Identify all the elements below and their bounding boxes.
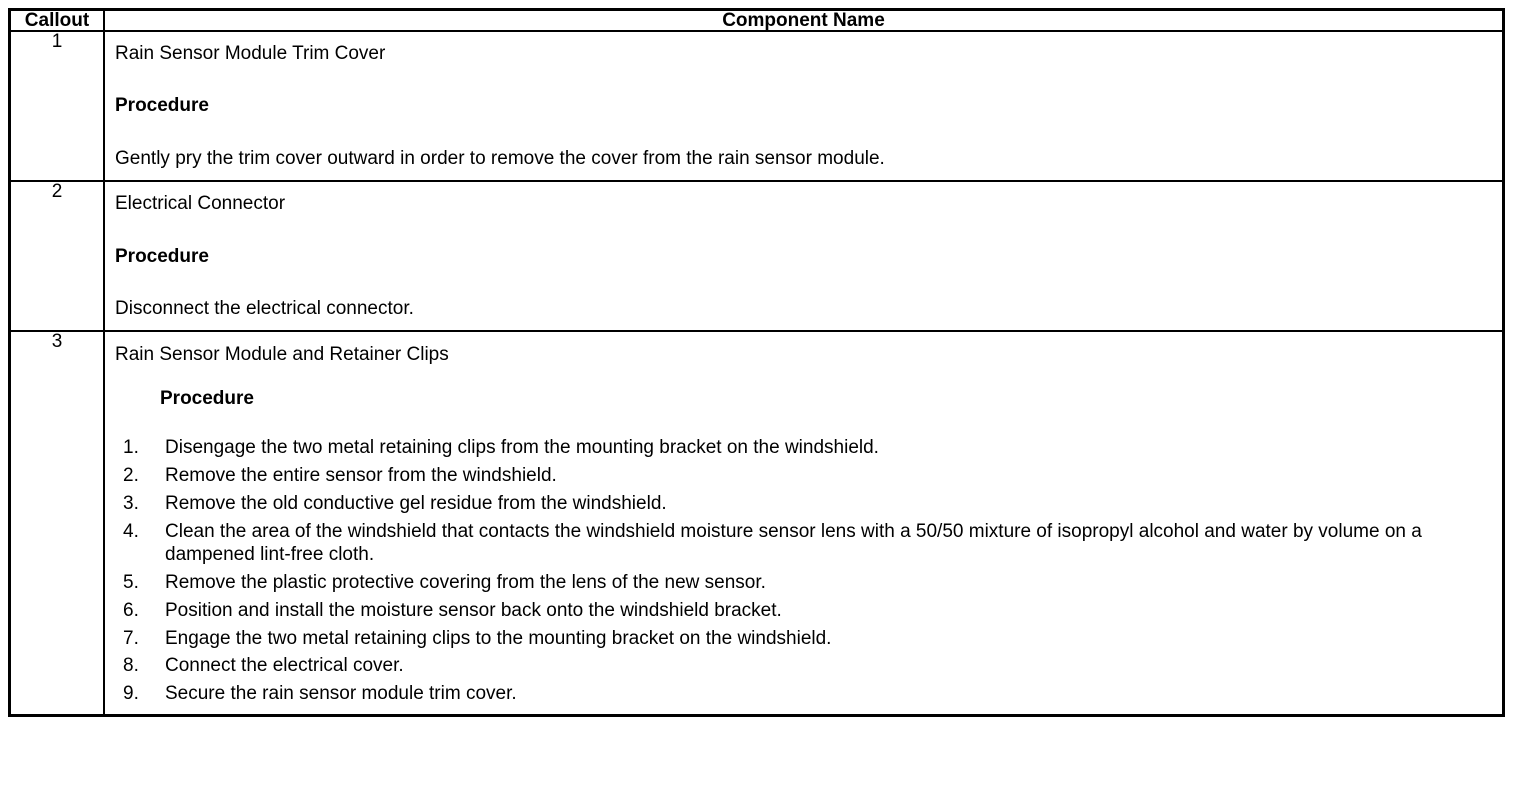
callout-number: 2 xyxy=(8,180,105,333)
table-body: 1 Rain Sensor Module Trim Cover Procedur… xyxy=(8,29,1505,717)
procedure-step: Disengage the two metal retaining clips … xyxy=(123,436,879,460)
component-name-text: Rain Sensor Module and Retainer Clips xyxy=(115,344,449,366)
column-header-component-name: Component Name xyxy=(103,8,1505,32)
procedure-step: Remove the old conductive gel residue fr… xyxy=(123,492,667,516)
procedure-step: Remove the entire sensor from the windsh… xyxy=(123,464,557,488)
procedure-step: Clean the area of the windshield that co… xyxy=(123,520,1422,566)
component-cell: Electrical Connector Procedure Disconnec… xyxy=(103,180,1505,333)
procedure-label: Procedure xyxy=(115,95,209,117)
callout-number: 3 xyxy=(8,330,105,717)
component-cell: Rain Sensor Module Trim Cover Procedure … xyxy=(103,29,1505,183)
component-table: Callout Component Name 1 Rain Sensor Mod… xyxy=(8,8,1505,717)
table-row: 3 Rain Sensor Module and Retainer Clips … xyxy=(8,330,1505,717)
procedure-description: Disconnect the electrical connector. xyxy=(115,298,414,320)
procedure-step: Remove the plastic protective covering f… xyxy=(123,571,766,595)
table-row: 1 Rain Sensor Module Trim Cover Procedur… xyxy=(8,29,1505,183)
procedure-label: Procedure xyxy=(115,245,209,267)
table-row: 2 Electrical Connector Procedure Disconn… xyxy=(8,180,1505,333)
procedure-step-list: Disengage the two metal retaining clips … xyxy=(115,436,1492,706)
callout-number: 1 xyxy=(8,29,105,183)
table-header: Callout Component Name xyxy=(8,8,1505,32)
component-name-text: Electrical Connector xyxy=(115,193,286,215)
procedure-description: Gently pry the trim cover outward in ord… xyxy=(115,147,885,169)
procedure-step: Position and install the moisture sensor… xyxy=(123,599,782,623)
procedure-step: Engage the two metal retaining clips to … xyxy=(123,627,832,651)
component-cell: Rain Sensor Module and Retainer Clips Pr… xyxy=(103,330,1505,717)
component-name-text: Rain Sensor Module Trim Cover xyxy=(115,43,386,64)
table-header-row: Callout Component Name xyxy=(8,8,1505,32)
procedure-step: Connect the electrical cover. xyxy=(123,654,404,678)
column-header-callout: Callout xyxy=(8,8,105,32)
procedure-step: Secure the rain sensor module trim cover… xyxy=(123,682,517,706)
procedure-label: Procedure xyxy=(160,387,254,409)
